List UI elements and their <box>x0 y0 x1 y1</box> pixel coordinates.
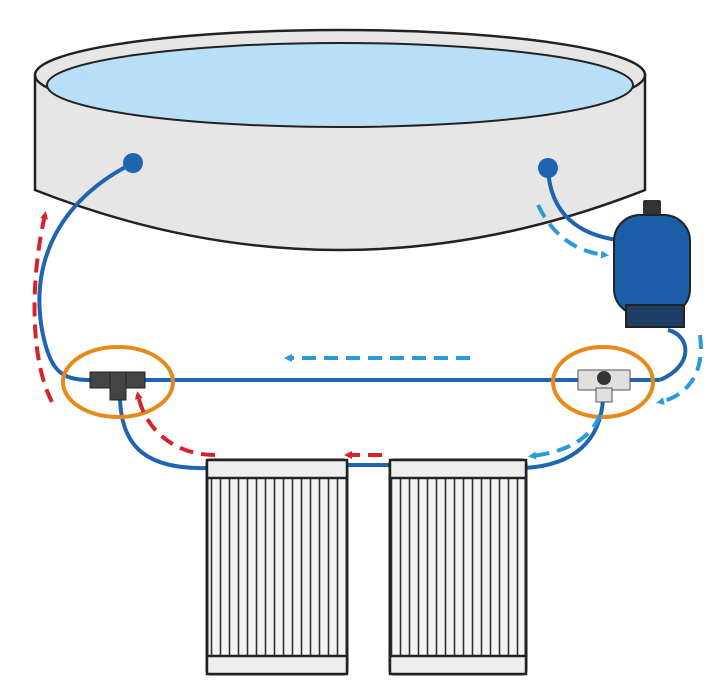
pipe-to-filter <box>546 167 619 242</box>
tee-highlight-ring <box>61 345 175 419</box>
hot-flow-arrow-to-pool <box>32 211 54 403</box>
valve-highlight-ring <box>551 345 655 419</box>
solar-panel-left <box>205 458 349 676</box>
filter-pump <box>613 200 691 328</box>
pipe-panel-to-tee <box>118 394 211 471</box>
cold-flow-arrow-to-panels <box>528 414 602 460</box>
flow-arrows <box>32 204 703 460</box>
pool-water <box>46 42 634 128</box>
hot-flow-arrow-to-tee <box>134 391 216 457</box>
pool <box>33 28 647 252</box>
diverter-valve <box>577 369 631 403</box>
solar-panel-right <box>388 458 528 676</box>
tee-fitting <box>89 371 146 401</box>
cold-flow-arrow-to-valve <box>656 334 703 405</box>
cold-flow-arrow-to-filter <box>536 204 609 259</box>
pipe-valve-to-panel <box>524 399 605 470</box>
pipe-filter-to-valve <box>659 328 688 382</box>
